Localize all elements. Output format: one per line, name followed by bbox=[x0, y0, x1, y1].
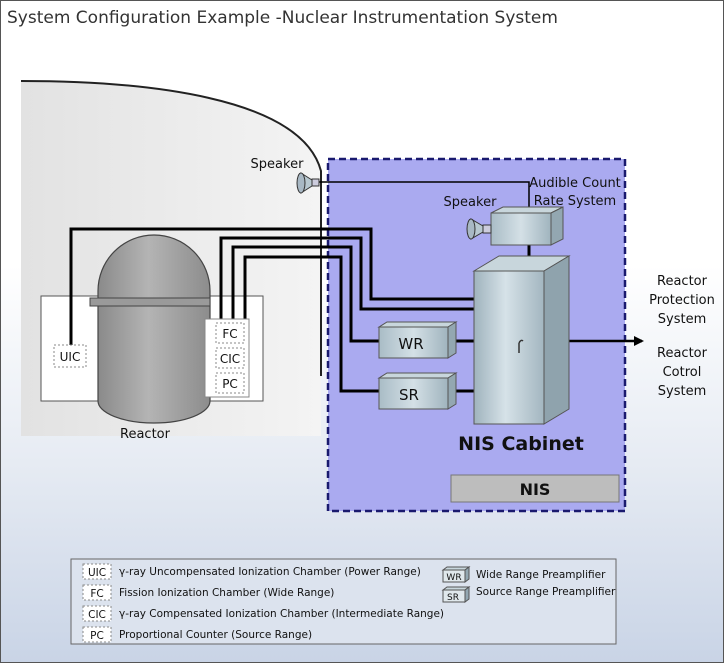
cic-label: CIC bbox=[220, 352, 240, 366]
legend-wr-abbr: WR bbox=[446, 573, 461, 583]
wr-preamp-box bbox=[377, 321, 458, 359]
legend-cic-swatch bbox=[82, 605, 112, 622]
rcs-label-line1: Reactor bbox=[657, 346, 708, 361]
rps-label-line1: Reactor bbox=[657, 274, 708, 289]
legend-wr-text: Wide Range Preamplifier bbox=[476, 569, 606, 581]
legend-cic-text: γ-ray Compensated Ionization Chamber (In… bbox=[119, 608, 444, 620]
speaker-cables bbox=[319, 181, 530, 211]
pc-label: PC bbox=[222, 377, 238, 391]
nis-bar-label: NIS bbox=[520, 480, 551, 499]
speaker-inner-icon bbox=[466, 218, 492, 240]
cic-detector bbox=[215, 347, 245, 369]
rps-label-line2: Protection bbox=[649, 293, 715, 308]
legend-uic-text: γ-ray Uncompensated Ionization Chamber (… bbox=[119, 566, 421, 578]
pc-detector bbox=[215, 372, 245, 394]
legend-pc-abbr: PC bbox=[90, 630, 104, 642]
speaker-outer-label: Speaker bbox=[251, 157, 305, 172]
sr-preamp-box bbox=[377, 372, 458, 410]
wr-label: WR bbox=[398, 335, 423, 353]
sr-label: SR bbox=[399, 386, 419, 404]
legend-fc-text: Fission Ionization Chamber (Wide Range) bbox=[119, 587, 334, 599]
fc-detector bbox=[215, 322, 245, 344]
audible-label-line1: Audible Count bbox=[529, 176, 621, 191]
nis-cabinet bbox=[472, 255, 571, 425]
nis-bar bbox=[450, 474, 620, 503]
containment-wall bbox=[20, 80, 322, 376]
audible-label-line2: Rate System bbox=[534, 194, 616, 209]
uic-detector bbox=[53, 344, 87, 368]
legend-wr-swatch bbox=[441, 566, 471, 583]
uic-label: UIC bbox=[60, 350, 81, 364]
reactor-label: Reactor bbox=[120, 427, 171, 442]
reactor-vessel bbox=[97, 234, 211, 424]
audible-count-box bbox=[490, 206, 564, 246]
nis-cabinet-label: NIS Cabinet bbox=[458, 433, 584, 455]
legend-box bbox=[70, 558, 617, 645]
legend-uic-abbr: UIC bbox=[88, 567, 106, 579]
legend-pc-swatch bbox=[82, 626, 112, 643]
rcs-label-line3: System bbox=[658, 384, 706, 399]
diagram-title: System Configuration Example -Nuclear In… bbox=[7, 8, 558, 28]
speaker-outer-icon bbox=[296, 172, 320, 194]
rcs-label-line2: Cotrol bbox=[663, 365, 702, 380]
legend-sr-text: Source Range Preamplifier bbox=[476, 586, 616, 598]
legend-pc-text: Proportional Counter (Source Range) bbox=[119, 629, 312, 641]
rps-label-line3: System bbox=[658, 312, 706, 327]
legend-uic-swatch bbox=[82, 563, 112, 580]
legend-fc-abbr: FC bbox=[90, 588, 103, 600]
legend-sr-abbr: SR bbox=[447, 593, 459, 603]
cabinet-handle-icon bbox=[518, 339, 524, 353]
fc-label: FC bbox=[222, 327, 237, 341]
speaker-inner-label: Speaker bbox=[444, 195, 498, 210]
reactor-flange bbox=[89, 297, 211, 307]
legend-cic-abbr: CIC bbox=[88, 609, 106, 621]
legend-sr-swatch bbox=[441, 586, 471, 603]
signal-cables bbox=[69, 227, 531, 393]
legend-fc-swatch bbox=[82, 584, 112, 601]
